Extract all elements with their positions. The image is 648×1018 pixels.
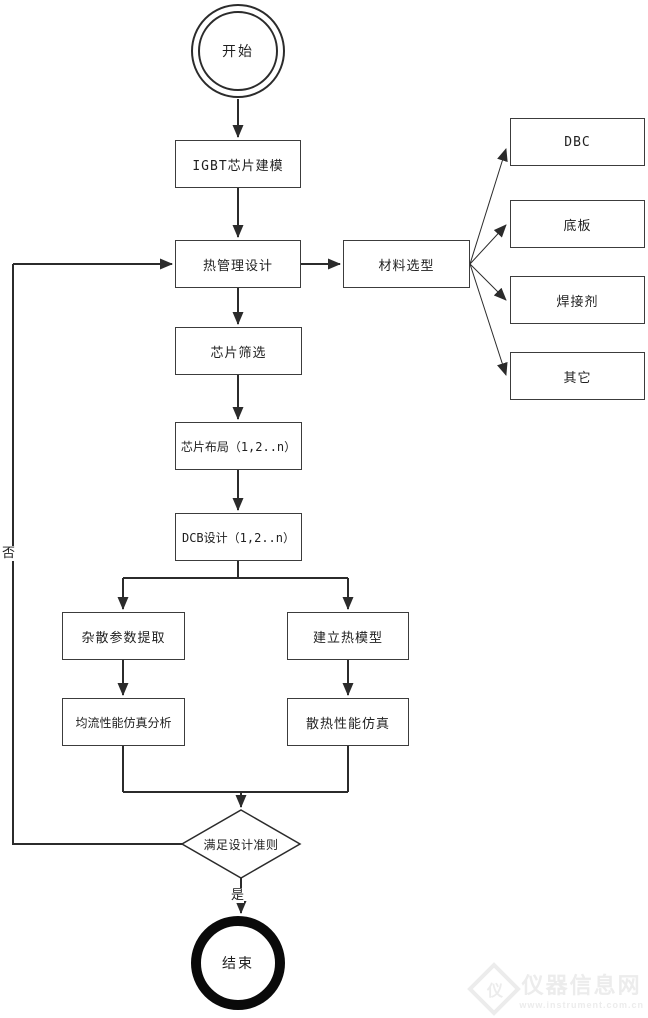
node-dbc: DBC	[510, 118, 645, 166]
watermark-site-name: 仪器信息网	[521, 973, 642, 998]
watermark-logo-glyph: 仪	[487, 980, 502, 1000]
watermark-site-url: www.instrument.com.cn	[519, 1000, 644, 1010]
node-decision: 满足设计准则	[181, 836, 301, 853]
node-igbt-chip-modeling: IGBT芯片建模	[175, 140, 301, 188]
node-thermal-management-design: 热管理设计	[175, 240, 301, 288]
watermark-logo-icon: 仪	[467, 962, 522, 1016]
node-start: 开始	[191, 4, 285, 98]
node-thermal-model-building: 建立热模型	[287, 612, 409, 660]
node-dbc-label: DBC	[564, 134, 591, 150]
node-igbt-chip-modeling-label: IGBT芯片建模	[192, 158, 284, 174]
node-baseplate: 底板	[510, 200, 645, 248]
node-material-selection-label: 材料选型	[378, 258, 435, 274]
node-chip-layout-label: 芯片布局（1,2..n）	[180, 439, 297, 454]
node-baseplate-label: 底板	[563, 218, 592, 234]
node-chip-layout: 芯片布局（1,2..n）	[175, 422, 302, 470]
node-chip-screening-label: 芯片筛选	[210, 345, 267, 361]
watermark: 仪 仪器信息网 www.instrument.com.cn	[467, 962, 644, 1016]
edge-label-yes: 是	[231, 888, 245, 903]
node-material-selection: 材料选型	[343, 240, 470, 288]
node-start-label: 开始	[222, 44, 254, 60]
edge-label-no: 否	[2, 546, 16, 561]
node-dcb-design-label: DCB设计（1,2..n）	[181, 530, 296, 545]
node-heat-dissipation-simulation: 散热性能仿真	[287, 698, 409, 746]
node-solder-label: 焊接剂	[556, 294, 599, 310]
decision-diamond-shape	[180, 809, 302, 879]
node-other-label: 其它	[563, 370, 592, 386]
node-stray-parameter-extraction-label: 杂散参数提取	[81, 630, 166, 646]
node-chip-screening: 芯片筛选	[175, 327, 302, 375]
node-thermal-model-building-label: 建立热模型	[312, 630, 383, 646]
node-solder: 焊接剂	[510, 276, 645, 324]
node-stray-parameter-extraction: 杂散参数提取	[62, 612, 185, 660]
node-end-label: 结束	[222, 956, 254, 972]
node-current-sharing-simulation-label: 均流性能仿真分析	[75, 715, 172, 730]
node-decision-label: 满足设计准则	[203, 838, 279, 852]
node-end: 结束	[191, 916, 285, 1010]
node-thermal-management-design-label: 热管理设计	[202, 258, 273, 274]
node-other: 其它	[510, 352, 645, 400]
node-dcb-design: DCB设计（1,2..n）	[175, 513, 302, 561]
node-heat-dissipation-simulation-label: 散热性能仿真	[305, 716, 390, 732]
node-current-sharing-simulation: 均流性能仿真分析	[62, 698, 185, 746]
node-start-inner-ring: 开始	[198, 11, 278, 91]
